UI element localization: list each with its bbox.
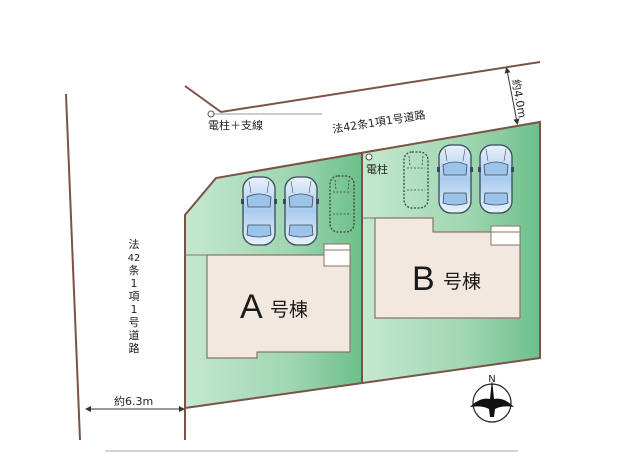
utility-pole-icon: [207, 110, 215, 118]
left-road-width-label: 約6.3m: [114, 394, 153, 408]
svg-text:法: 法: [129, 237, 140, 251]
svg-text:項: 項: [129, 290, 140, 303]
left-road-label: 法 42 条 1 項 1 号 道 路: [128, 237, 141, 355]
svg-text:号棟: 号棟: [270, 299, 308, 321]
svg-text:道: 道: [129, 328, 140, 342]
svg-text:1: 1: [131, 303, 138, 316]
porch-b: [490, 225, 521, 246]
parking-car-b3: [477, 144, 515, 214]
lot-a[interactable]: [185, 153, 362, 408]
svg-text:B: B: [412, 260, 435, 298]
svg-text:号棟: 号棟: [443, 271, 481, 293]
svg-text:42: 42: [128, 253, 141, 264]
house-a-label: A 号棟: [240, 288, 308, 326]
lot-boundaries: [184, 120, 541, 440]
utility-pole-b-label: 電柱: [366, 162, 388, 176]
parking-car-a1: [240, 176, 278, 246]
svg-text:A: A: [240, 288, 263, 326]
svg-text:号: 号: [129, 316, 140, 329]
left-road-edge: [65, 93, 81, 441]
svg-text:路: 路: [129, 342, 140, 355]
porch-a: [323, 243, 351, 267]
top-road-width-arrow: [504, 67, 520, 125]
svg-text:条: 条: [129, 263, 140, 277]
parking-car-a2: [282, 176, 320, 246]
house-b-label: B 号棟: [412, 260, 481, 298]
utility-pole-b-icon: [365, 153, 373, 161]
top-road-label: 法42条1項1号道路: [331, 107, 426, 136]
utility-pole-stay-label: 電柱＋支線: [208, 118, 263, 132]
north-compass-icon: N: [470, 373, 514, 423]
lot-b[interactable]: [362, 122, 540, 383]
svg-text:N: N: [488, 374, 495, 385]
top-road-width-label: 約4.0m: [509, 78, 530, 119]
parking-car-b2: [436, 144, 474, 214]
top-road: [184, 61, 541, 118]
svg-text:1: 1: [131, 277, 138, 290]
